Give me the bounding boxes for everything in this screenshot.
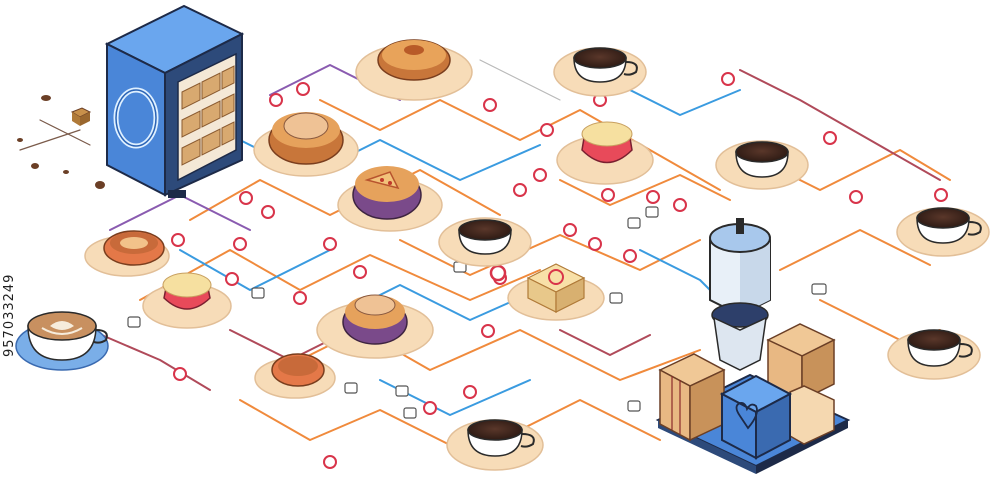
- pastry-plates: [84, 39, 654, 399]
- tag-markers: [127, 206, 827, 419]
- center-package: [507, 263, 605, 321]
- stock-id-text: 957033249: [2, 273, 17, 357]
- coffee-cups: [15, 47, 990, 471]
- storage-cabinet: [104, 4, 245, 198]
- delivery-platform: [655, 323, 851, 474]
- coffee-beans: [17, 95, 105, 189]
- coffee-grinder: [709, 218, 771, 371]
- network-nodes: [171, 72, 948, 469]
